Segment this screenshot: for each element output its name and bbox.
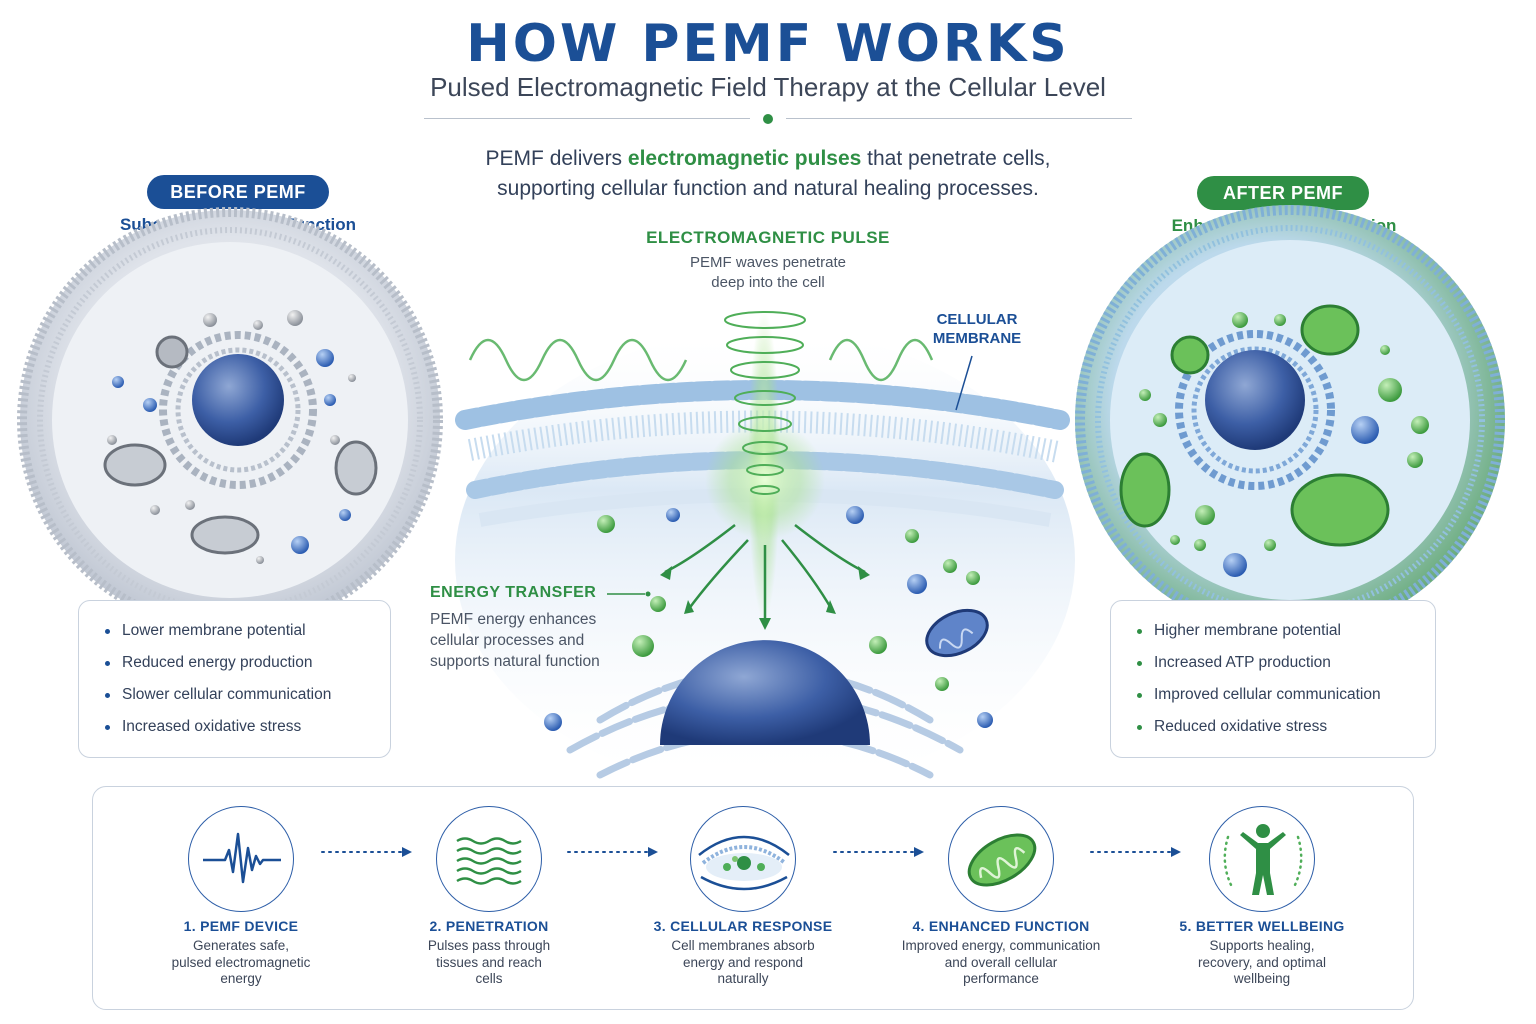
step-description: Improved energy, communication and overa… (901, 938, 1101, 986)
list-item: Improved cellular communication (1137, 683, 1415, 715)
list-item: Higher membrane potential (1137, 619, 1415, 651)
electromagnetic-pulse-description: PEMF waves penetrate deep into the cell (690, 254, 846, 291)
step-cellular-response: 3. CELLULAR RESPONSE Cell membranes abso… (633, 806, 853, 988)
energy-transfer-label: ENERGY TRANSFER (430, 584, 597, 601)
list-item: Reduced oxidative stress (1137, 715, 1415, 747)
step-icon-circle (948, 806, 1054, 912)
step-title: 4. ENHANCED FUNCTION (912, 918, 1090, 934)
step-icon-circle (436, 806, 542, 912)
step-pemf-device: 1. PEMF DEVICE Generates safe, pulsed el… (131, 806, 351, 988)
bullet-icon (1137, 725, 1142, 730)
intro-highlight: electromagnetic pulses (627, 147, 862, 170)
dotted-arrow-icon (833, 847, 924, 857)
before-pemf-list: Lower membrane potential Reduced energy … (78, 600, 391, 758)
center-scene (455, 310, 1075, 790)
step-icon-circle (690, 806, 796, 912)
bullet-icon (105, 693, 110, 698)
step-description: Generates safe, pulsed electromagnetic e… (171, 938, 311, 986)
divider-left (424, 118, 750, 119)
membrane-leader-line (955, 355, 973, 411)
step-icon-circle (188, 806, 294, 912)
step-description: Cell membranes absorb energy and respond… (671, 938, 815, 986)
step-title: 2. PENETRATION (429, 918, 549, 934)
intro-text: PEMF delivers electromagnetic pulses tha… (485, 147, 1051, 200)
after-pemf-badge: AFTER PEMF (1197, 176, 1369, 210)
bullet-icon (1137, 693, 1142, 698)
step-title: 1. PEMF DEVICE (183, 918, 299, 934)
waveform-icon (203, 832, 281, 884)
bullet-icon (1137, 629, 1142, 634)
after-cell (1075, 205, 1505, 635)
step-icon-circle (1209, 806, 1315, 912)
list-item: Increased oxidative stress (105, 715, 370, 747)
electromagnetic-pulse-label: ELECTROMAGNETIC PULSE (646, 228, 890, 247)
step-title: 3. CELLULAR RESPONSE (653, 918, 833, 934)
dotted-arrow-icon (1090, 847, 1181, 857)
list-item: Increased ATP production (1137, 651, 1415, 683)
bullet-icon (105, 629, 110, 634)
bullet-icon (105, 661, 110, 666)
person-icon (1223, 824, 1303, 895)
step-enhanced-function: 4. ENHANCED FUNCTION Improved energy, co… (891, 806, 1111, 988)
dotted-arrow-icon (567, 847, 658, 857)
energy-transfer-description: PEMF energy enhances cellular processes … (430, 611, 600, 670)
step-title: 5. BETTER WELLBEING (1179, 918, 1345, 934)
bullet-icon (1137, 661, 1142, 666)
cell-icon (698, 835, 790, 891)
bullet-icon (105, 725, 110, 730)
dotted-arrow-icon (321, 847, 412, 857)
before-pemf-badge: BEFORE PEMF (147, 175, 329, 209)
step-description: Supports healing, recovery, and optimal … (1197, 938, 1327, 986)
cellular-membrane-label: CELLULAR MEMBRANE (932, 311, 1022, 347)
list-item: Lower membrane potential (105, 619, 370, 651)
list-item: Slower cellular communication (105, 683, 370, 715)
after-pemf-list: Higher membrane potential Increased ATP … (1110, 600, 1436, 758)
divider-right (786, 118, 1132, 119)
divider-dot (763, 114, 773, 124)
step-better-wellbeing: 5. BETTER WELLBEING Supports healing, re… (1152, 806, 1372, 988)
list-item: Reduced energy production (105, 651, 370, 683)
step-description: Pulses pass through tissues and reach ce… (427, 938, 551, 986)
step-penetration: 2. PENETRATION Pulses pass through tissu… (379, 806, 599, 988)
before-cell (17, 207, 443, 633)
page-title: HOW PEMF WORKS (466, 14, 1070, 74)
waves-icon (456, 837, 522, 885)
page-subtitle: Pulsed Electromagnetic Field Therapy at … (430, 72, 1106, 102)
mitochondria-icon (967, 833, 1037, 887)
